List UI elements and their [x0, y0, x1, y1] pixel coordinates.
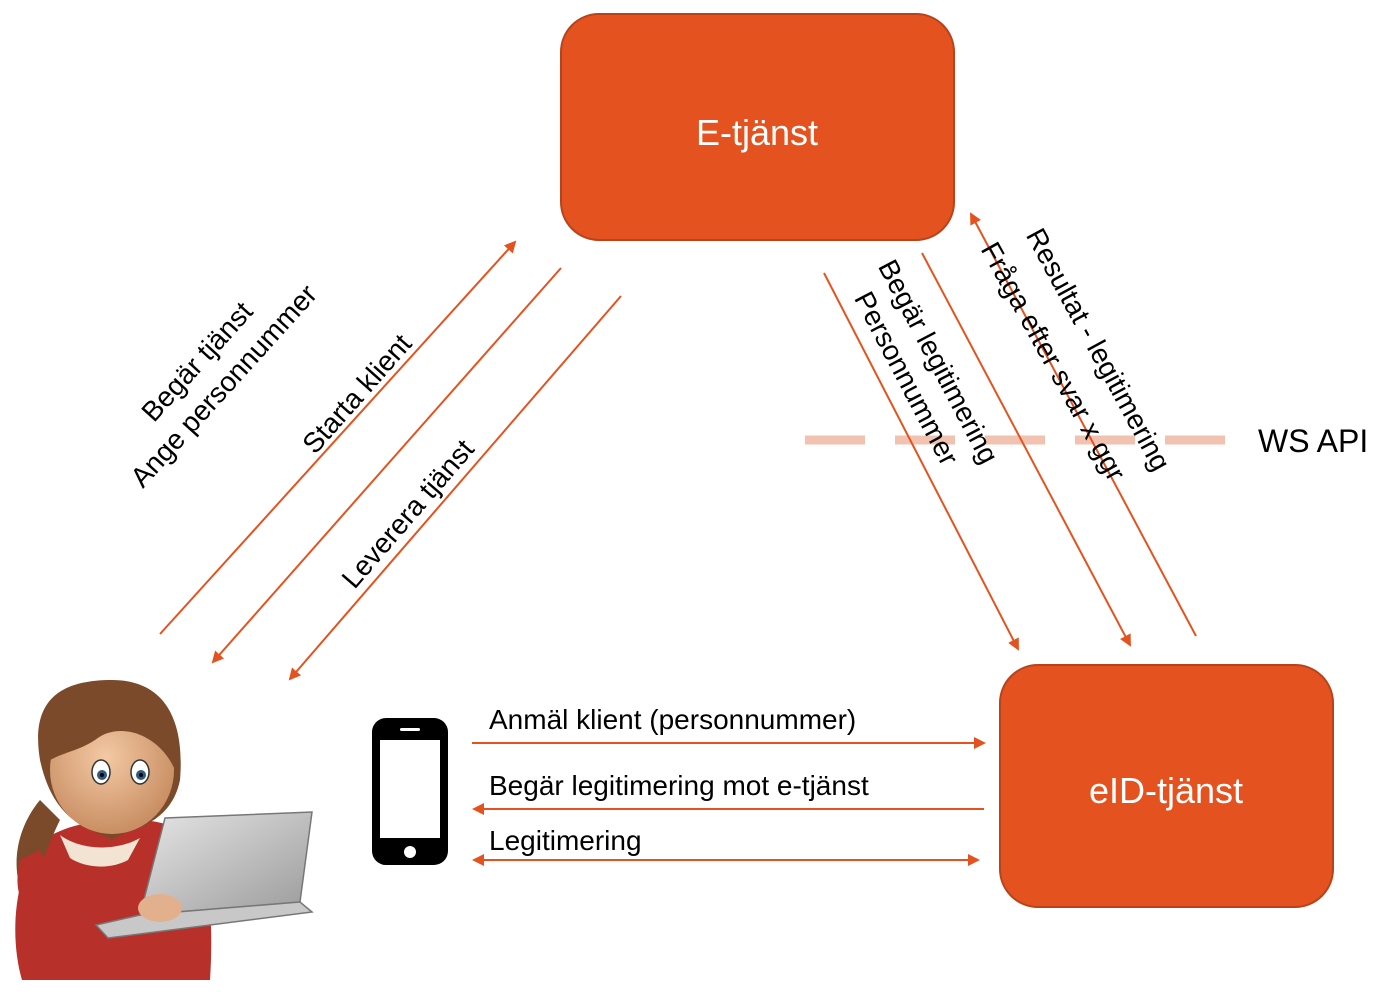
client-flow-label: Begär legitimering mot e-tjänst [489, 770, 869, 801]
user-flow-label-group: Begär tjänst Ange personnummer [124, 279, 323, 494]
arrow-start-client [211, 267, 562, 664]
user-with-laptop-icon [15, 680, 314, 980]
e-service-label: E-tjänst [696, 112, 818, 153]
start-client-label-group: Starta klient [296, 328, 417, 459]
arrow-deliver-service [288, 295, 622, 681]
arrow-personnummer [823, 272, 1019, 651]
api-boundary-label: WS API [1258, 423, 1368, 459]
service-flow-label-group: Begär legitimering Personnummer [848, 254, 1004, 470]
eid-service-label: eID-tjänst [1089, 770, 1243, 811]
user-flow-label: Leverera tjänst [336, 433, 481, 594]
arrow-poll-result [921, 252, 1131, 647]
smartphone-icon [372, 718, 448, 865]
eid-service-node: eID-tjänst [999, 664, 1334, 908]
arrow-user-to-service [159, 240, 517, 635]
client-flow-label: Legitimering [489, 825, 642, 856]
user-flow-label: Starta klient [296, 328, 417, 459]
deliver-service-label-group: Leverera tjänst [336, 433, 481, 594]
arrow-result [970, 212, 1197, 637]
e-service-node: E-tjänst [560, 13, 955, 241]
client-flow-label: Anmäl klient (personnummer) [489, 704, 856, 735]
